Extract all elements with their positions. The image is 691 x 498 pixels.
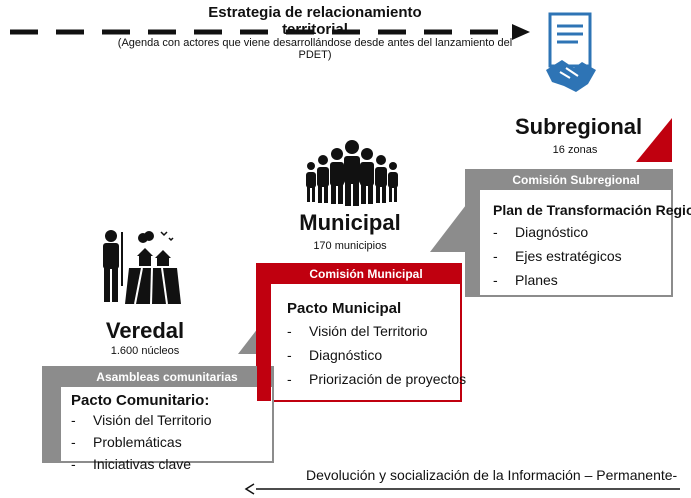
stage-subtitle-municipal: 170 municipios [313, 240, 387, 252]
stage-title-subregional: Subregional [515, 114, 643, 139]
list-item: -Problemáticas [71, 434, 182, 450]
feedback-arrow [244, 483, 680, 495]
stage-subtitle-subregional: 16 zonas [552, 144, 598, 156]
box-title-subregional: Plan de Transformación Regional [493, 202, 691, 218]
people-group-icon [306, 140, 398, 206]
stage-title-veredal: Veredal [105, 318, 185, 343]
list-item: -Ejes estratégicos [493, 248, 622, 264]
box-title-veredal: Pacto Comunitario: [71, 392, 210, 409]
box-veredal: Pacto Comunitario: -Visión del Territori… [71, 392, 212, 475]
list-item: -Visión del Territorio [71, 412, 212, 428]
list-item: -Visión del Territorio [287, 323, 428, 339]
band-veredal: Asambleas comunitarias [96, 370, 238, 384]
items-municipal: -Visión del Territorio -Diagnóstico -Pri… [287, 319, 466, 391]
list-item: -Diagnóstico [493, 224, 589, 240]
band-municipal: Comisión Municipal [309, 267, 423, 281]
list-item: -Diagnóstico [287, 347, 383, 363]
strategy-subtitle: (Agenda con actores que viene desarrollá… [117, 37, 513, 61]
list-item: -Planes [493, 272, 558, 288]
stage-subtitle-veredal: 1.600 núcleos [110, 345, 180, 357]
items-subregional: -Diagnóstico -Ejes estratégicos -Planes [493, 220, 691, 292]
list-item: -Iniciativas clave [71, 456, 192, 472]
box-subregional: Plan de Transformación Regional -Diagnós… [493, 202, 691, 292]
feedback-text: Devolución y socialización de la Informa… [306, 467, 678, 483]
box-municipal: Pacto Municipal -Visión del Territorio -… [287, 300, 466, 391]
strategy-title: Estrategia de relacionamiento territoria… [208, 4, 422, 38]
stage-title-municipal: Municipal [299, 210, 401, 235]
band-subregional: Comisión Subregional [512, 173, 640, 187]
box-title-municipal: Pacto Municipal [287, 300, 402, 317]
handshake-document-icon [546, 12, 596, 92]
top-strategy-arrow [10, 24, 530, 40]
items-veredal: -Visión del Territorio -Problemáticas -I… [71, 409, 212, 475]
farmer-field-icon [103, 230, 181, 305]
list-item: -Priorización de proyectos [287, 371, 467, 387]
